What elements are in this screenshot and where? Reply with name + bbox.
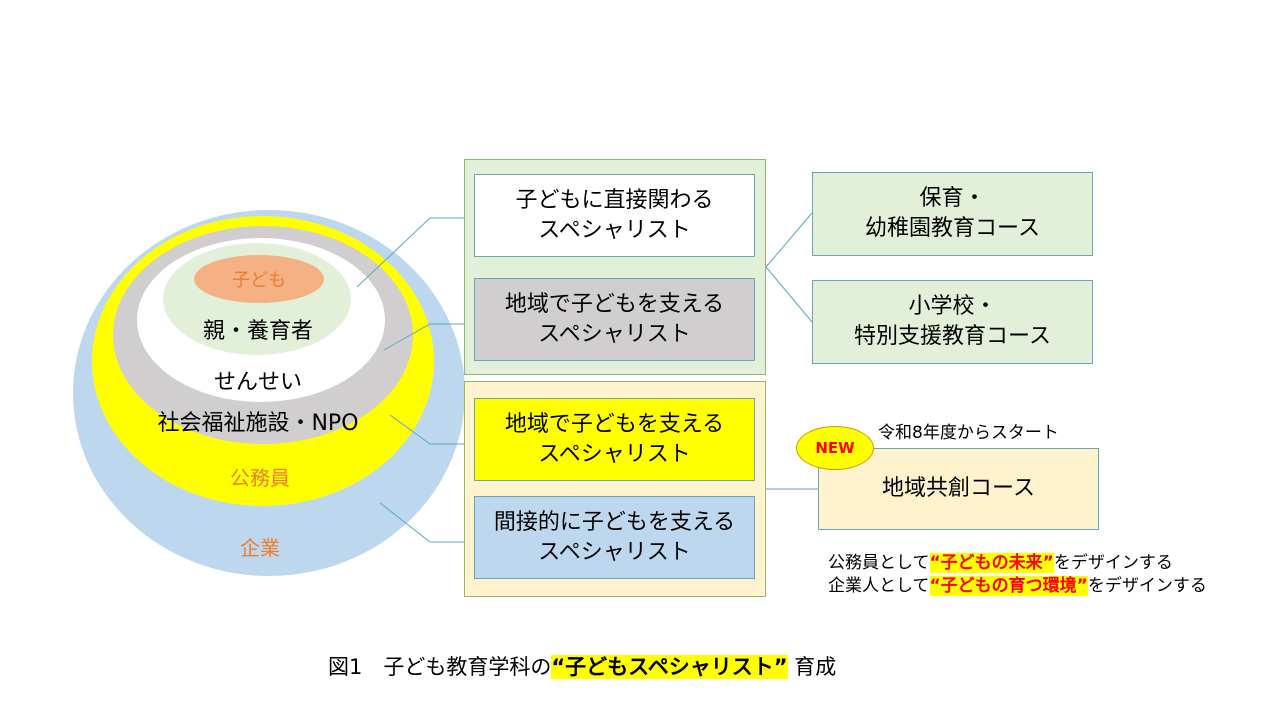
label-shakai: 社会福祉施設・NPO xyxy=(157,411,359,436)
box-direct-specialist: 子どもに直接関わる スペシャリスト xyxy=(474,174,755,257)
hoiku-line2: 幼稚園教育コース xyxy=(865,216,1040,241)
design-note-2-highlight: “子どもの育つ環境” xyxy=(929,576,1088,596)
direct-line1: 子どもに直接関わる xyxy=(515,187,714,213)
connector-sensei xyxy=(383,323,464,351)
label-kodomo: 子ども xyxy=(232,270,286,291)
chiiki-label: 地域共創コース xyxy=(882,476,1035,501)
figure-caption: 図1 子ども教育学科の“子どもスペシャリスト” 育成 xyxy=(328,651,836,681)
course-shogakko[interactable]: 小学校・ 特別支援教育コース xyxy=(812,280,1093,364)
direct-line2: スペシャリスト xyxy=(538,217,691,243)
connector-shakai xyxy=(389,414,464,445)
shogakko-line1: 小学校・ xyxy=(908,294,997,319)
shogakko-line2: 特別支援教育コース xyxy=(854,324,1051,349)
label-koumuin: 公務員 xyxy=(230,466,290,490)
box-region-gray-specialist: 地域で子どもを支える スペシャリスト xyxy=(474,278,755,361)
connector-oya xyxy=(356,217,464,288)
core-kodomo xyxy=(194,255,324,303)
hoiku-line1: 保育・ xyxy=(919,186,986,211)
region-yellow-line1: 地域で子どもを支える xyxy=(504,411,725,437)
region-gray-line1: 地域で子どもを支える xyxy=(504,291,725,317)
caption-prefix: 図1 子ども教育学科の xyxy=(328,655,552,679)
box-indirect-specialist: 間接的に子どもを支える スペシャリスト xyxy=(474,496,755,579)
caption-suffix: 育成 xyxy=(787,655,837,679)
indirect-line2: スペシャリスト xyxy=(538,539,691,565)
connector-kigyou xyxy=(379,502,464,543)
indirect-line1: 間接的に子どもを支える xyxy=(493,509,736,535)
design-note-1-highlight: “子どもの未来” xyxy=(929,553,1054,573)
caption-highlight: “子どもスペシャリスト” xyxy=(551,655,788,679)
region-yellow-line2: スペシャリスト xyxy=(538,441,691,467)
new-badge: NEW xyxy=(796,426,874,470)
design-note-1-pre: 公務員として xyxy=(828,553,930,573)
new-badge-text: NEW xyxy=(815,439,855,457)
design-note-2-post: をデザインする xyxy=(1087,576,1207,596)
label-sensei: せんせい xyxy=(213,370,302,395)
design-note-1: 公務員として“子どもの未来”をデザインする xyxy=(828,548,1173,573)
start-note: 令和8年度からスタート xyxy=(878,423,1059,443)
design-note-2-pre: 企業人として xyxy=(828,576,930,596)
label-kigyou: 企業 xyxy=(240,536,280,560)
box-region-yellow-specialist: 地域で子どもを支える スペシャリスト xyxy=(474,398,755,481)
connector-green-courses xyxy=(765,212,813,323)
region-gray-line2: スペシャリスト xyxy=(538,321,691,347)
course-hoiku[interactable]: 保育・ 幼稚園教育コース xyxy=(812,172,1093,256)
label-oya: 親・養育者 xyxy=(202,319,313,344)
design-note-2: 企業人として“子どもの育つ環境”をデザインする xyxy=(828,571,1207,596)
design-note-1-post: をデザインする xyxy=(1053,553,1173,573)
